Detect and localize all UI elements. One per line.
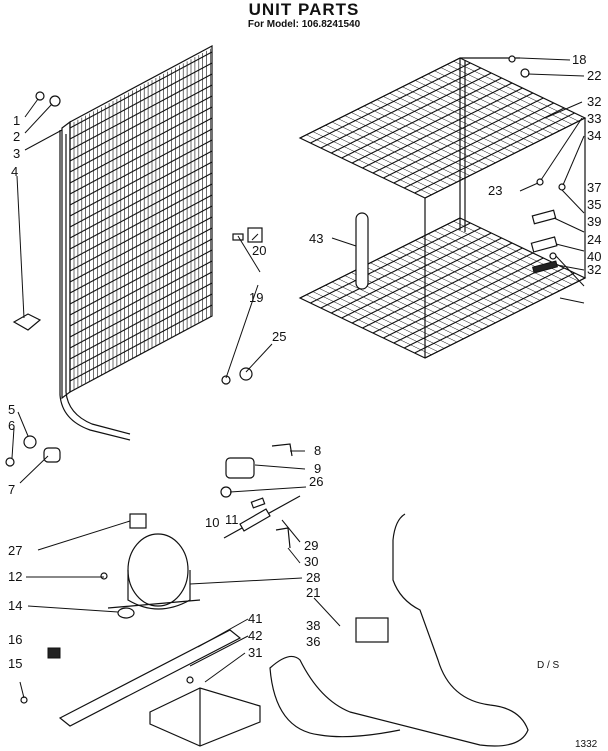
callout-24: 24 (587, 232, 601, 247)
ds-note: D / S (537, 660, 560, 671)
callout-27: 27 (8, 543, 22, 558)
callout-15: 15 (8, 656, 22, 671)
evaporator-upper-shelf (298, 57, 587, 199)
callout-35: 35 (587, 197, 601, 212)
callout-28: 28 (306, 570, 320, 585)
relay-overload-group (220, 443, 301, 549)
callout-18: 18 (572, 52, 586, 67)
callout-36: 36 (306, 634, 320, 649)
callout-14: 14 (8, 598, 22, 613)
model-subtitle: For Model: 106.8241540 (247, 19, 361, 30)
callout-32-top: 32 (587, 94, 601, 109)
callout-30: 30 (304, 554, 318, 569)
callout-19: 19 (249, 290, 263, 305)
callout-37: 37 (587, 180, 601, 195)
callout-10: 10 (205, 515, 219, 530)
callout-21: 21 (306, 585, 320, 600)
callout-26: 26 (309, 474, 323, 489)
callout-5: 5 (8, 402, 15, 417)
callout-23: 23 (488, 183, 502, 198)
callout-8: 8 (314, 443, 321, 458)
callout-33: 33 (587, 111, 601, 126)
callout-38: 38 (306, 618, 320, 633)
compressor (100, 513, 201, 619)
callout-43: 43 (309, 231, 323, 246)
callout-11: 11 (225, 512, 239, 527)
page-title: UNIT PARTS (248, 0, 360, 19)
callout-20: 20 (252, 243, 266, 258)
callout-34: 34 (587, 128, 601, 143)
callout-32-bottom: 32 (587, 262, 601, 277)
clip-parts-right (508, 55, 566, 274)
condenser-coil (59, 44, 213, 441)
compressor-base (20, 629, 261, 747)
callout-2: 2 (13, 129, 20, 144)
callout-4: 4 (11, 164, 18, 179)
callout-29: 29 (304, 538, 318, 553)
callout-25: 25 (272, 329, 286, 344)
callout-16: 16 (8, 632, 22, 647)
evaporator-lower-shelf (298, 217, 587, 359)
tube-part-43 (355, 212, 369, 290)
callout-31: 31 (248, 645, 262, 660)
leader-lines (11, 57, 585, 699)
callout-9: 9 (314, 461, 321, 476)
callout-3: 3 (13, 146, 20, 161)
callout-6: 6 (8, 418, 15, 433)
callout-41: 41 (248, 611, 262, 626)
callout-22: 22 (587, 68, 601, 83)
small-parts-condenser (5, 91, 263, 467)
callout-39: 39 (587, 214, 601, 229)
callout-40: 40 (587, 249, 601, 264)
callout-7: 7 (8, 482, 15, 497)
callout-42: 42 (248, 628, 262, 643)
diagram-code: 1332 (575, 739, 598, 750)
tubing-loop (269, 513, 529, 747)
callout-numbers: 1 2 3 4 5 6 7 8 9 10 11 12 14 15 16 18 1… (8, 52, 601, 671)
callout-12: 12 (8, 569, 22, 584)
callout-1: 1 (13, 113, 20, 128)
